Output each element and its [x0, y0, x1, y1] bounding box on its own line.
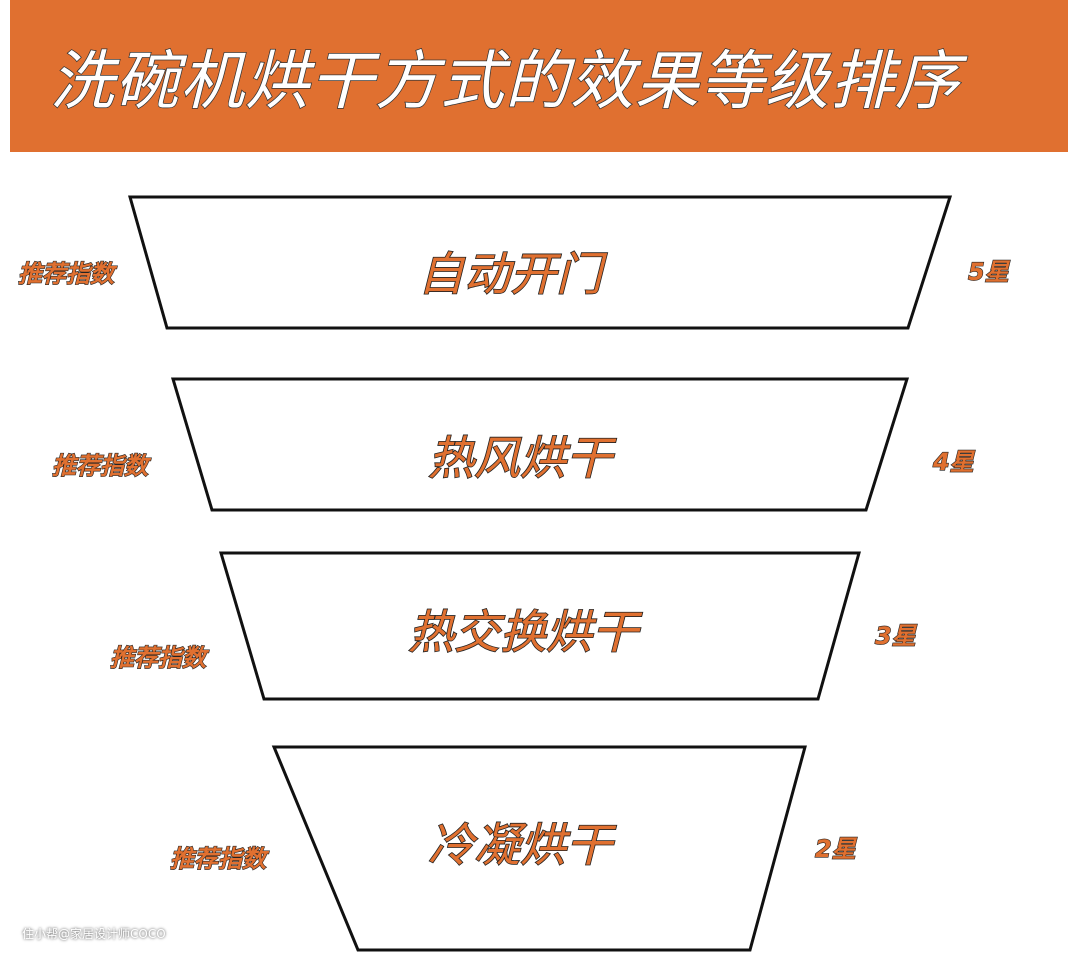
level-box [218, 551, 861, 701]
level-3: 热交换烘干 推荐指数 3星 [109, 551, 918, 701]
index-label: 推荐指数 [52, 452, 152, 480]
method-label: 冷凝烘干 [428, 818, 617, 872]
index-label: 推荐指数 [170, 845, 270, 873]
title-banner [10, 0, 1068, 152]
watermark: 住小帮@家居设计师COCO [22, 927, 166, 941]
level-1: 自动开门 推荐指数 5星 [17, 195, 1011, 330]
level-box [128, 195, 953, 330]
index-label: 推荐指数 [18, 260, 118, 288]
index-label: 推荐指数 [110, 644, 210, 672]
method-label: 热风烘干 [428, 431, 617, 485]
level-2: 热风烘干 推荐指数 4星 [51, 377, 976, 512]
level-box [170, 377, 910, 512]
method-label: 热交换烘干 [408, 605, 643, 659]
method-label: 自动开门 [418, 247, 608, 301]
rating-label: 5星 [968, 258, 1011, 286]
rating-label: 3星 [875, 622, 918, 650]
rating-label: 4星 [932, 448, 976, 476]
page-title: 洗碗机烘干方式的效果等级排序 [49, 44, 960, 120]
rating-label: 2星 [815, 835, 858, 863]
level-4: 冷凝烘干 推荐指数 2星 [169, 745, 858, 952]
level-box [271, 745, 807, 952]
